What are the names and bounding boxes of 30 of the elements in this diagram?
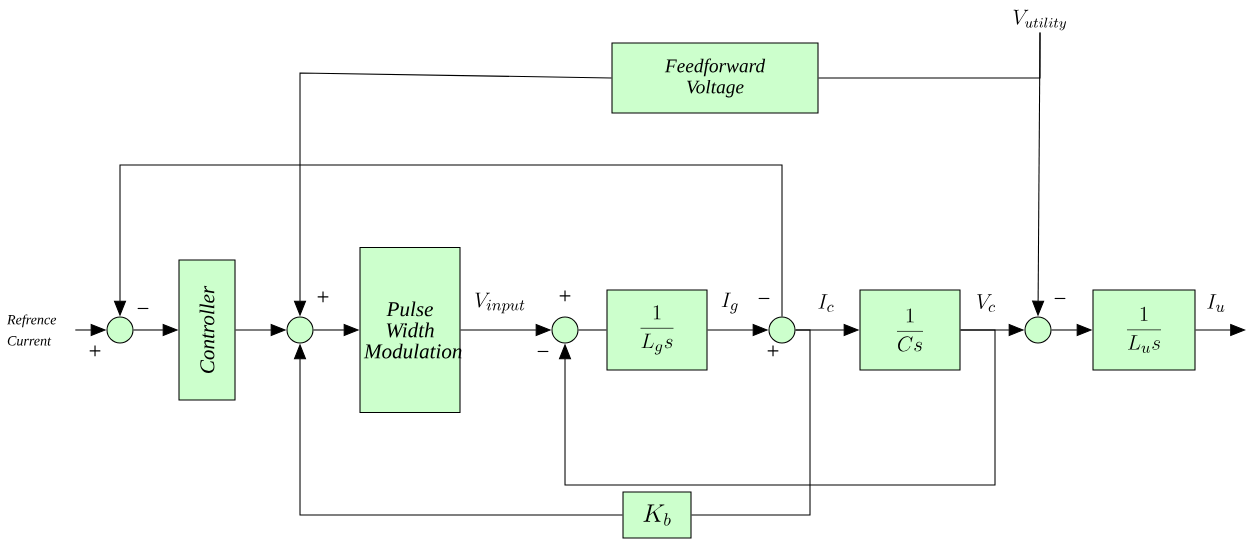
sign-label: − <box>137 307 149 310</box>
block-box: Pulse Width Modulation <box>359 246 462 413</box>
signal-label: $V_c$ <box>974 292 998 314</box>
signal-label: $V_{input}$ <box>472 290 528 316</box>
sign-label: + <box>767 345 779 357</box>
input-label: Refrence Current <box>6 314 57 346</box>
sign-label: − <box>1054 297 1066 300</box>
input-label: $V_{utility}$ <box>1013 9 1067 31</box>
summing-junction <box>286 316 314 344</box>
sign-label: + <box>89 345 101 357</box>
sign-label: + <box>317 291 329 303</box>
transfer-function-box: $\frac{1}{L_u s}$ <box>1092 289 1196 371</box>
block-box: Feedforward Voltage <box>611 42 819 114</box>
transfer-function-box: $\frac{1}{Cs}$ <box>859 289 961 371</box>
signal-label: $I_u$ <box>1204 292 1228 314</box>
arrow <box>1195 323 1246 337</box>
sign-label: − <box>758 297 770 300</box>
summing-junction <box>768 316 796 344</box>
signal-label: $I_c$ <box>815 292 837 314</box>
gain-box: $K_b$ <box>622 491 692 539</box>
sign-label: − <box>537 350 549 353</box>
arrow <box>558 329 996 486</box>
summing-junction <box>551 316 579 344</box>
block-box: Controller <box>178 259 236 401</box>
summing-junction <box>106 316 134 344</box>
arrow <box>113 164 783 317</box>
summing-junction <box>1024 316 1052 344</box>
sign-label: + <box>559 290 571 302</box>
transfer-function-box: $\frac{1}{L_g s}$ <box>606 289 708 371</box>
signal-label: $I_g$ <box>719 290 741 316</box>
